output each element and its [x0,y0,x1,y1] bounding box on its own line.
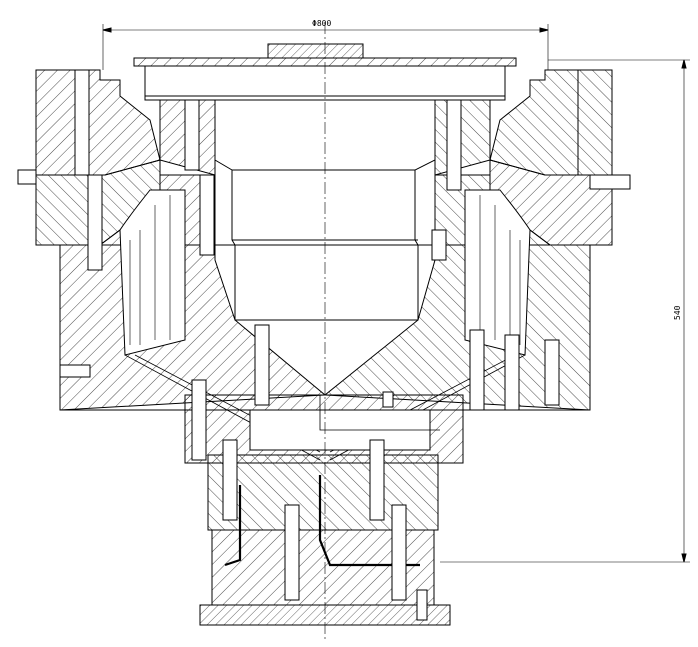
height-dimension-label: 540 [673,305,682,320]
height-dimension [440,59,690,563]
middle-adaptor [184,394,464,464]
side-fittings [17,169,631,378]
spiral-channels-left [119,189,186,356]
bolts [74,69,560,621]
width-dimension-label: Φ800 [312,19,331,28]
width-dimension [102,24,549,70]
upper-body-right [434,69,613,246]
spiral-channels-right [464,189,531,356]
